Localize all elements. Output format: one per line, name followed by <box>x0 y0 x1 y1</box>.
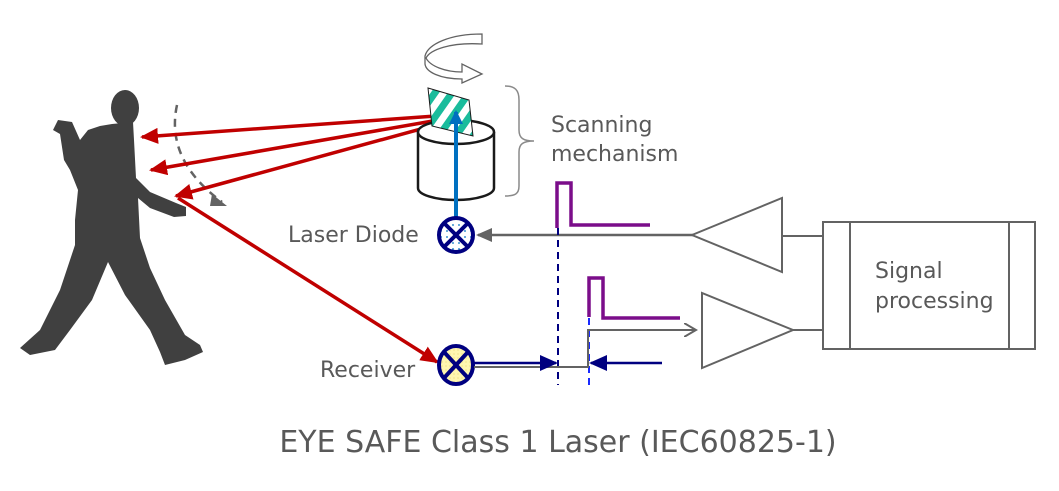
caption: EYE SAFE Class 1 Laser (IEC60825-1) <box>279 425 836 460</box>
receiver-label: Receiver <box>320 358 416 383</box>
beam-return <box>177 196 439 364</box>
laser-diode-label: Laser Diode <box>288 223 419 248</box>
scanning-label-line2: mechanism <box>551 142 678 167</box>
beam-1 <box>140 113 451 144</box>
receiver-icon <box>437 344 475 386</box>
laser-beams <box>140 113 451 364</box>
sweep-arc <box>173 104 223 204</box>
person-silhouette-icon <box>20 90 203 365</box>
laser-diode-icon <box>437 216 475 254</box>
beam-3 <box>174 119 451 200</box>
signal-label-line2: processing <box>875 289 994 314</box>
signal-processing-block <box>822 221 1036 350</box>
transmit-pulse <box>555 181 650 228</box>
scanning-brace <box>504 85 535 197</box>
beam-2 <box>149 116 451 176</box>
signal-label-line1: Signal <box>875 259 943 284</box>
scanning-label-line1: Scanning <box>551 113 652 138</box>
sweep-arrowhead-icon <box>210 194 227 206</box>
rotation-arrow-icon <box>424 33 484 85</box>
receive-pulse <box>587 276 680 320</box>
receiver-amplifier <box>701 291 796 370</box>
receiver-output-line <box>474 330 696 368</box>
driver-amplifier <box>689 196 783 274</box>
